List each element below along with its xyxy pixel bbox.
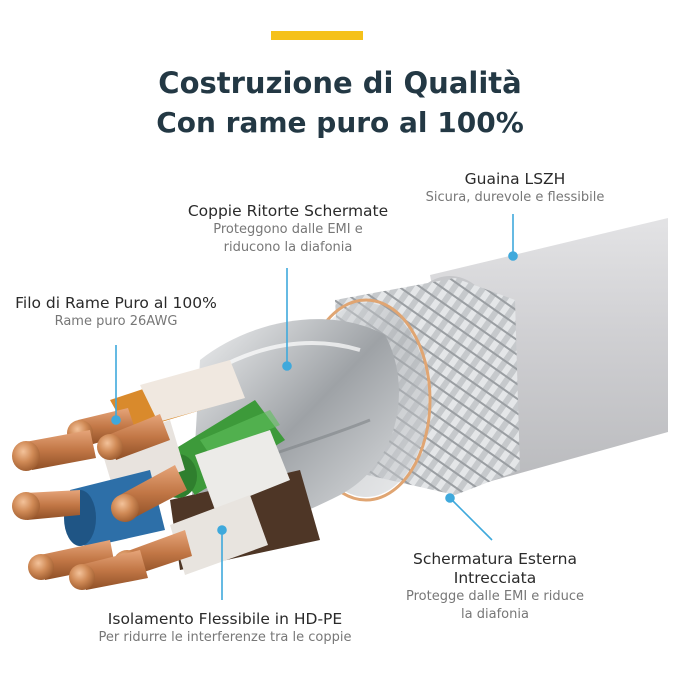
callout-twisted-pairs: Coppie Ritorte Schermate Proteggono dall… xyxy=(168,202,408,257)
callout-copper-desc: Rame puro 26AWG xyxy=(54,314,178,329)
callout-braid-title-2: Intrecciata xyxy=(453,569,537,587)
callout-pairs-desc-1: Proteggono dalle EMI e xyxy=(213,222,363,237)
page-title: Costruzione di Qualità xyxy=(158,66,522,100)
callout-braid-desc-2: la diafonia xyxy=(461,607,529,622)
callout-braided-shield: Schermatura Esterna Intrecciata Protegge… xyxy=(395,550,595,624)
callout-hdpe-insulation: Isolamento Flessibile in HD-PE Per ridur… xyxy=(80,610,370,647)
pairs-leader-dot xyxy=(282,361,292,371)
callout-insulation-desc: Per ridurre le interferenze tra le coppi… xyxy=(98,630,352,645)
callout-copper-title: Filo di Rame Puro al 100% xyxy=(15,294,217,312)
orange-pair xyxy=(110,360,245,432)
callout-braid-title-1: Schermatura Esterna xyxy=(412,550,578,568)
callout-jacket-desc: Sicura, durevole e flessibile xyxy=(425,190,605,205)
leader-lines xyxy=(111,214,518,600)
braid-leader xyxy=(451,499,493,541)
callout-pairs-desc-2: riducono la diafonia xyxy=(223,240,353,255)
insulation-leader-dot xyxy=(217,525,227,535)
callout-jacket-title: Guaina LSZH xyxy=(464,170,566,188)
callout-insulation-title: Isolamento Flessibile in HD-PE xyxy=(107,610,343,628)
callout-braid-desc-1: Protegge dalle EMI e riduce xyxy=(405,589,585,604)
callout-lszh-jacket: Guaina LSZH Sicura, durevole e flessibil… xyxy=(415,170,615,207)
page-subtitle: Con rame puro al 100% xyxy=(156,106,524,139)
accent-bar xyxy=(271,31,363,40)
callout-copper-wire: Filo di Rame Puro al 100% Rame puro 26AW… xyxy=(6,294,226,331)
callout-pairs-title: Coppie Ritorte Schermate xyxy=(187,202,389,220)
copper-leader-dot xyxy=(111,415,121,425)
copper-wires xyxy=(12,408,192,590)
braid-leader-dot xyxy=(445,493,455,503)
jacket-leader-dot xyxy=(508,251,518,261)
